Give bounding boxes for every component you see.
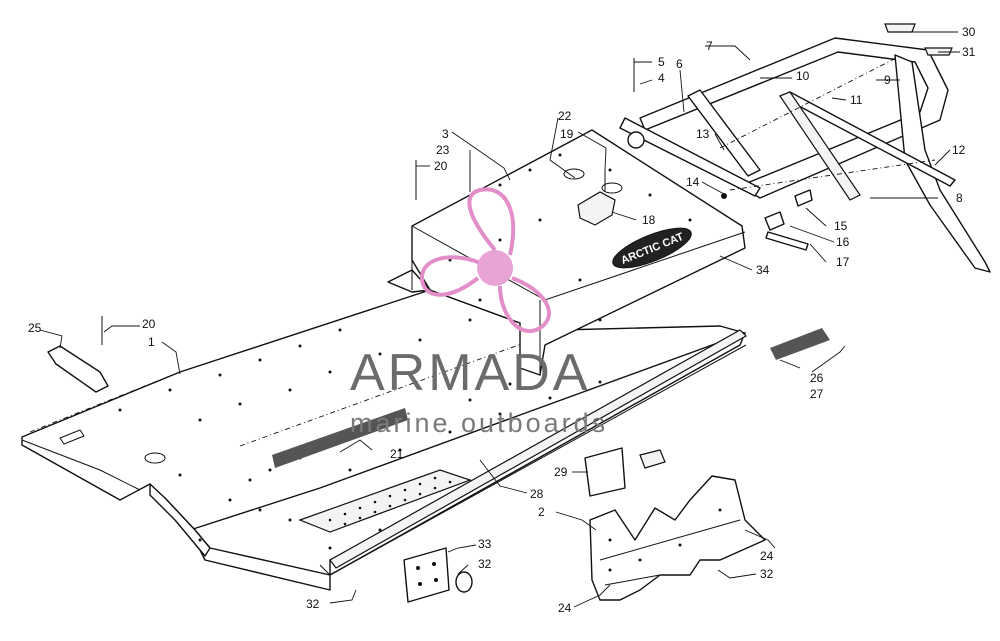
callout-label: 20 [434, 159, 448, 173]
callout-label: 26 [810, 371, 824, 385]
callout-label: 34 [756, 263, 770, 277]
propeller-logo-icon [419, 187, 551, 334]
watermark-title: ARMADA [350, 344, 590, 402]
callout-label: 29 [554, 465, 568, 479]
callout-label: 6 [676, 57, 683, 71]
callout-label: 23 [436, 143, 450, 157]
callout-label: 12 [952, 143, 966, 157]
callout-label: 13 [696, 127, 710, 141]
callout-label: 30 [962, 25, 976, 39]
small-hardware [47, 58, 830, 603]
callout-label: 8 [956, 191, 963, 205]
callout-label: 31 [962, 45, 976, 59]
watermark-subtitle: marine outboards [350, 408, 608, 438]
callout-label: 24 [558, 601, 572, 615]
callout-label: 9 [884, 73, 891, 87]
callout-label: 11 [850, 93, 863, 107]
rear-bumper-assembly [619, 23, 991, 273]
callout-label: 33 [478, 537, 492, 551]
callout-label: 28 [530, 487, 544, 501]
callout-label: 17 [836, 255, 850, 269]
callout-labels: 30 31 7 9 5 4 6 10 11 3 22 19 13 23 20 1… [28, 25, 976, 615]
callout-label: 21 [390, 447, 404, 461]
callout-label: 7 [706, 39, 713, 53]
callout-label: 1 [148, 335, 155, 349]
callout-label: 27 [810, 387, 824, 401]
callout-label: 15 [834, 219, 848, 233]
callout-label: 32 [760, 567, 774, 581]
leader-lines [39, 31, 960, 608]
callout-label: 25 [28, 321, 42, 335]
callout-label: 32 [306, 597, 320, 611]
callout-label: 10 [796, 69, 810, 83]
callout-label: 2 [538, 505, 545, 519]
callout-label: 32 [478, 557, 492, 571]
callout-label: 3 [442, 127, 449, 141]
callout-label: 16 [836, 235, 850, 249]
callout-label: 20 [142, 317, 156, 331]
callout-label: 5 [658, 55, 665, 69]
callout-label: 22 [558, 109, 572, 123]
callout-label: 18 [642, 213, 656, 227]
callout-label: 4 [658, 71, 665, 85]
armada-watermark: ARMADA marine outboards [350, 187, 608, 438]
skid-frame [584, 447, 766, 601]
tunnel-panel [21, 289, 747, 591]
callout-label: 19 [560, 127, 574, 141]
callout-label: 24 [760, 549, 774, 563]
callout-label: 14 [686, 175, 700, 189]
